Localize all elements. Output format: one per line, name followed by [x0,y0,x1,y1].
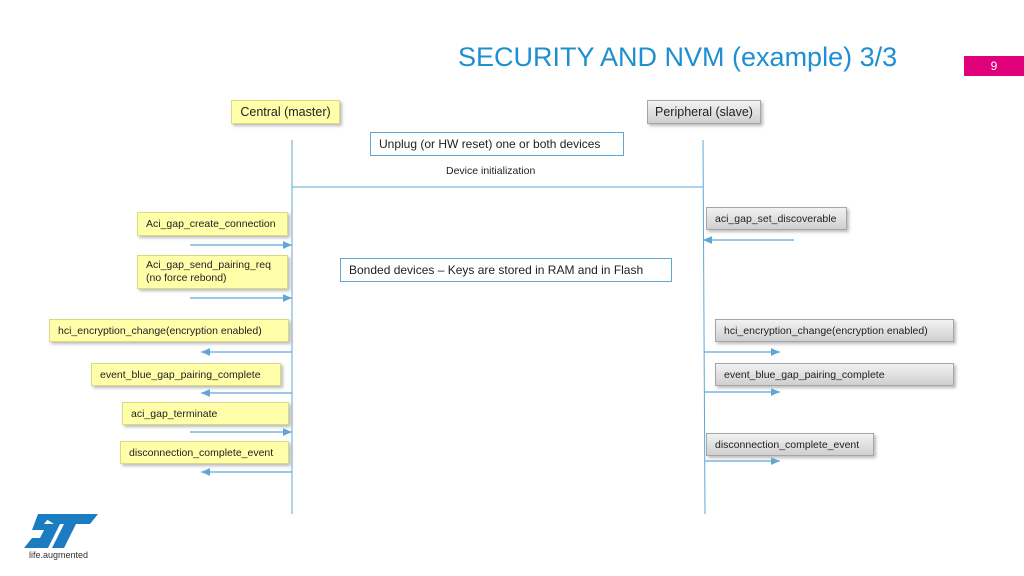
create-connection-box: Aci_gap_create_connection [137,212,288,236]
central-encryption-change-box: hci_encryption_change(encryption enabled… [49,319,289,342]
central-disconnection-box: disconnection_complete_event [120,441,289,464]
terminate-box: aci_gap_terminate [122,402,289,425]
set-discoverable-box: aci_gap_set_discoverable [706,207,847,230]
peripheral-pairing-complete-box: event_blue_gap_pairing_complete [715,363,954,386]
peripheral-disconnection-box: disconnection_complete_event [706,433,874,456]
bonded-devices-note: Bonded devices – Keys are stored in RAM … [340,258,672,282]
send-pairing-req-line2: (no force rebond) [146,272,227,284]
peripheral-lifeline [702,139,706,515]
central-pairing-complete-box: event_blue_gap_pairing_complete [91,363,281,386]
central-lane-header: Central (master) [231,100,340,124]
page-number-badge: 9 [964,56,1024,76]
logo-tagline: life.augmented [29,550,89,560]
st-logo-icon [24,514,98,548]
peripheral-lane-header: Peripheral (slave) [647,100,761,124]
peripheral-encryption-change-box: hci_encryption_change(encryption enabled… [715,319,954,342]
send-pairing-req-line1: Aci_gap_send_pairing_req [146,259,271,271]
unplug-note: Unplug (or HW reset) one or both devices [370,132,624,156]
slide-title: SECURITY AND NVM (example) 3/3 [458,42,898,72]
send-pairing-req-box: Aci_gap_send_pairing_req (no force rebon… [137,255,288,289]
device-init-label: Device initialization [446,165,536,177]
